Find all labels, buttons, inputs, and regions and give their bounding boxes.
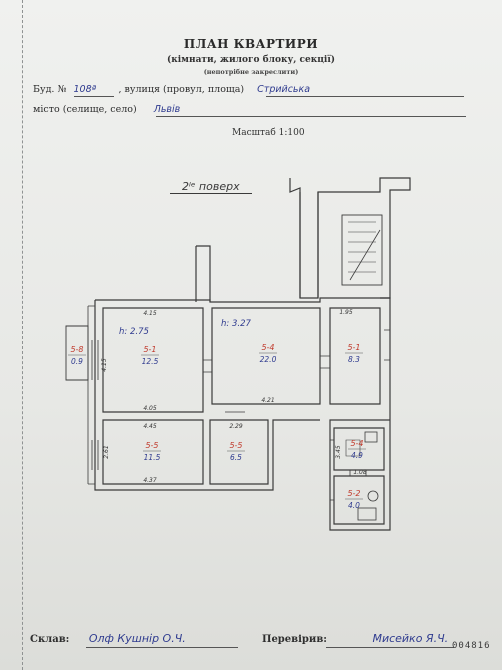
- composed-value: Олф Кушнір О.Ч.: [88, 632, 186, 645]
- room-number: 5-5: [229, 441, 242, 450]
- dimension-label: 4.21: [261, 397, 274, 404]
- checked-label: Перевірив:: [262, 634, 327, 645]
- scale-label: Масштаб 1:100: [232, 128, 305, 138]
- margin-line: [22, 0, 24, 670]
- building-label: Буд. №: [33, 84, 67, 95]
- dimension-label: 4.15: [101, 358, 108, 372]
- room-number: 5-1: [347, 343, 360, 352]
- document-note: (непотрібне закреслити): [203, 68, 299, 76]
- street-underline: [266, 96, 464, 97]
- room-area: 22.0: [260, 355, 277, 364]
- dimension-label: 3.45: [335, 445, 342, 459]
- city-underline: [156, 116, 466, 117]
- checked-underline: [326, 647, 454, 648]
- dimension-label: 2.29: [229, 423, 243, 430]
- floor-label: 2ˡᵉ поверх: [170, 180, 252, 194]
- room-area: 8.3: [348, 355, 360, 364]
- room-area: 12.5: [142, 357, 159, 366]
- composed-label: Склав:: [30, 634, 70, 645]
- document-number: 004816: [452, 641, 491, 651]
- ceiling-height: h: 2.75: [119, 327, 149, 337]
- document-title: ПЛАН КВАРТИРИ: [183, 37, 319, 51]
- room-number: 5-8: [70, 345, 83, 354]
- building-underline: [74, 96, 114, 97]
- city-label: місто (селище, село): [33, 104, 137, 115]
- street-value: Стрийська: [257, 84, 311, 95]
- checked-value: Мисейко Я.Ч.: [372, 632, 449, 645]
- building-row: Буд. № 108ª , вулиця (провул, площа) Стр…: [33, 84, 310, 95]
- street-label: , вулиця (провул, площа): [118, 84, 245, 95]
- dimension-label: 4.05: [143, 405, 157, 412]
- room-area: 4.9: [351, 451, 363, 460]
- room-area: 6.5: [230, 453, 242, 462]
- room-number: 5-2: [347, 489, 360, 498]
- room-number: 5-1: [143, 345, 156, 354]
- document-subtitle: (кімнати, жилого блоку, секції): [166, 55, 336, 65]
- dimension-label: 4.15: [143, 310, 157, 317]
- dimension-label: 1.08: [353, 469, 367, 476]
- ceiling-height: h: 3.27: [221, 319, 251, 329]
- room-number: 5-4: [261, 343, 274, 352]
- composed-row: Склав: Олф Кушнір О.Ч.: [30, 632, 186, 645]
- dimension-label: 4.37: [143, 477, 157, 484]
- dimension-label: 1.95: [339, 309, 353, 316]
- room-area: 0.9: [71, 357, 83, 366]
- room-area: 11.5: [144, 453, 161, 462]
- dimension-label: 4.45: [143, 423, 157, 430]
- dimension-label: 2.61: [103, 445, 110, 458]
- checked-row: Перевірив: Мисейко Я.Ч.: [262, 632, 448, 645]
- city-row: місто (селище, село) Львів: [33, 104, 180, 115]
- room-number: 5-5: [145, 441, 158, 450]
- room-number: 5-4: [350, 439, 363, 448]
- building-value: 108ª: [73, 84, 97, 95]
- room-area: 4.0: [348, 501, 360, 510]
- composed-underline: [86, 647, 238, 648]
- city-value: Львів: [153, 104, 181, 115]
